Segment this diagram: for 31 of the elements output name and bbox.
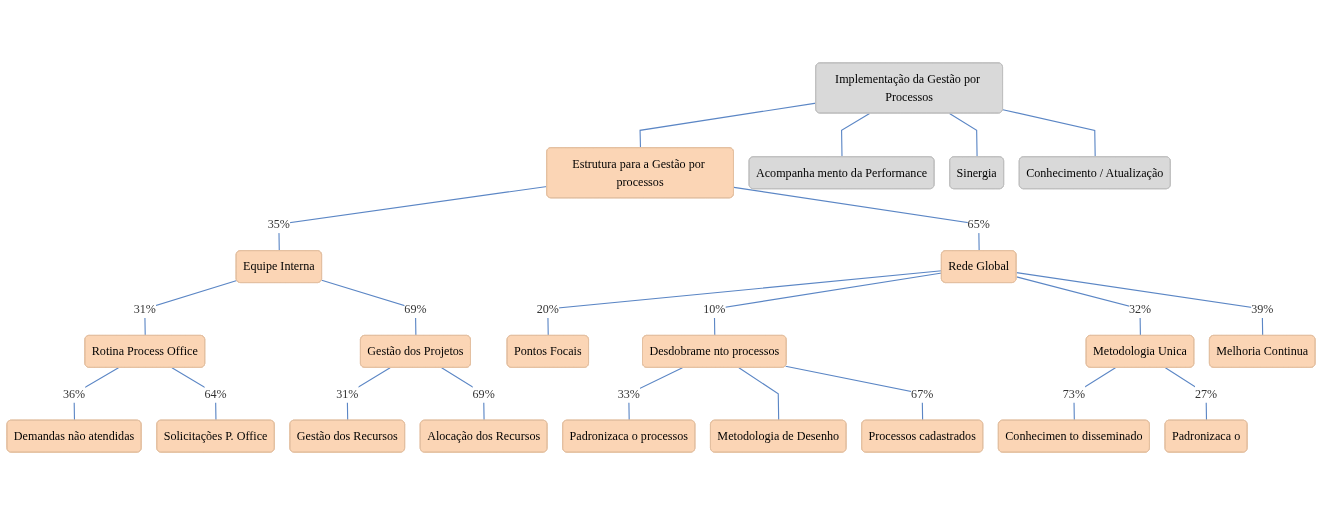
edge-label: 67% bbox=[911, 387, 934, 401]
edge-label: 10% bbox=[703, 302, 726, 316]
connector bbox=[547, 270, 943, 337]
connector bbox=[628, 367, 684, 422]
connector bbox=[738, 367, 780, 422]
connector bbox=[1015, 276, 1141, 337]
edge-label: 73% bbox=[1062, 387, 1085, 401]
edge-label: 31% bbox=[336, 387, 359, 401]
connector bbox=[321, 279, 417, 337]
connector bbox=[733, 186, 980, 252]
edge-label: 27% bbox=[1194, 387, 1218, 401]
edge-label: 69% bbox=[404, 302, 427, 316]
connector bbox=[785, 365, 924, 422]
edge-label: 35% bbox=[267, 217, 290, 231]
edge-label: 32% bbox=[1128, 302, 1152, 316]
connector bbox=[278, 185, 548, 252]
edge-label: 65% bbox=[967, 217, 990, 231]
edge-label: 64% bbox=[204, 387, 227, 401]
edge-label: 20% bbox=[536, 302, 559, 316]
connector bbox=[346, 367, 391, 422]
edge-label: 33% bbox=[617, 387, 640, 401]
connector bbox=[639, 102, 817, 149]
edge-label: 36% bbox=[62, 387, 86, 401]
edge-label: 31% bbox=[133, 302, 156, 316]
edge-label: 69% bbox=[472, 387, 495, 401]
connector bbox=[1002, 109, 1096, 158]
connector bbox=[144, 279, 238, 337]
connector bbox=[1164, 367, 1208, 422]
connector bbox=[713, 272, 943, 337]
edge-label: 39% bbox=[1251, 302, 1274, 316]
connector bbox=[1015, 272, 1264, 337]
